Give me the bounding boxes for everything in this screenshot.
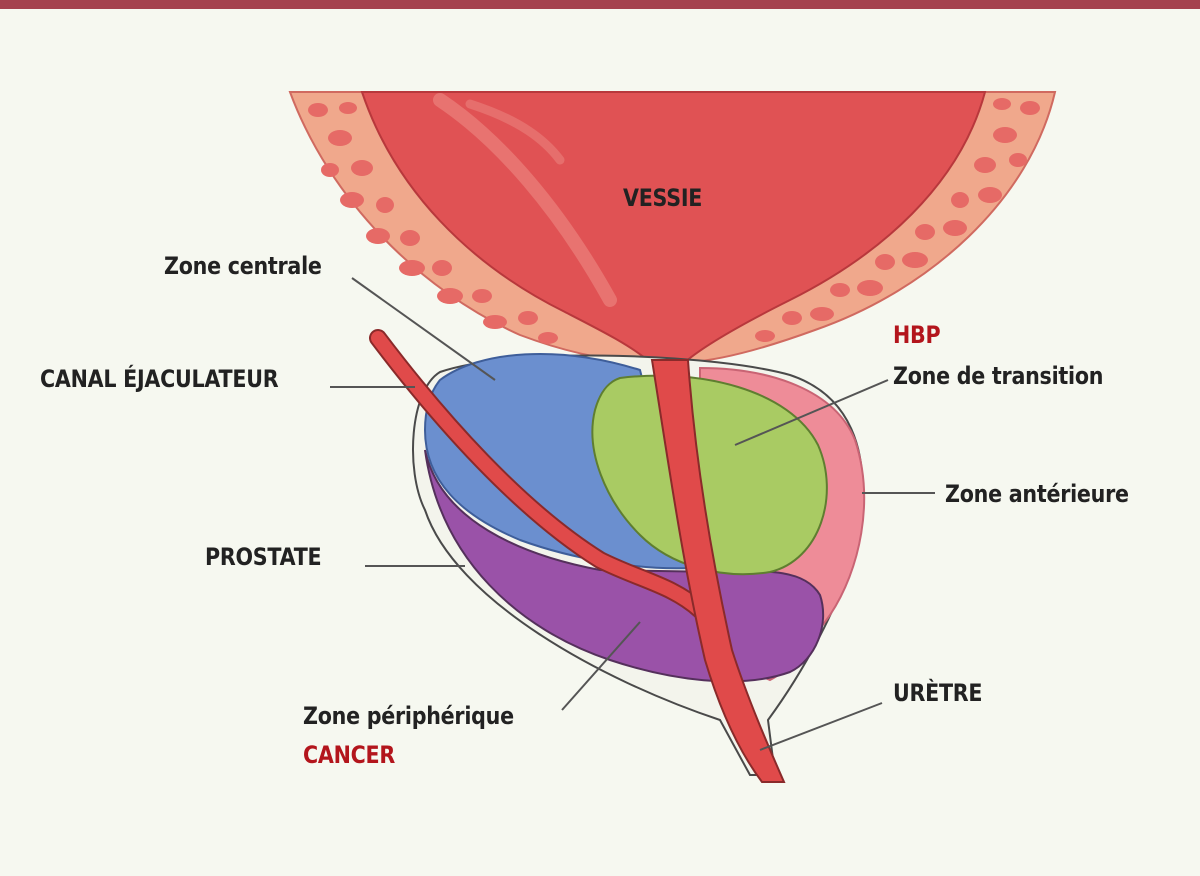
label-zone-centrale: Zone centrale (164, 252, 322, 280)
bladder-lumen (360, 91, 987, 363)
bladder-wall-cells (308, 98, 1040, 344)
leader-zone-centrale (351, 277, 496, 381)
label-uretre: URÈTRE (893, 679, 983, 707)
leader-peripherique (561, 621, 641, 711)
label-hbp: HBP (893, 321, 941, 349)
transition-zone (591, 374, 828, 576)
bladder-highlight (433, 93, 617, 307)
label-zone-peripherique: Zone périphérique (303, 702, 514, 730)
label-zone-transition: Zone de transition (893, 362, 1104, 390)
label-cancer: CANCER (303, 741, 395, 769)
leader-uretre (759, 702, 883, 751)
leader-transition (734, 379, 889, 446)
bladder-highlight-2 (465, 99, 565, 165)
top-accent-bar (0, 0, 1200, 9)
label-prostate: PROSTATE (205, 543, 322, 571)
leader-lines (330, 277, 935, 751)
label-zone-anterieure: Zone antérieure (945, 480, 1129, 508)
label-canal-ejaculateur: CANAL ÉJACULATEUR (40, 365, 279, 393)
ejaculatory-duct-fill (371, 331, 707, 617)
urethra (650, 359, 786, 783)
label-vessie: VESSIE (623, 184, 703, 212)
